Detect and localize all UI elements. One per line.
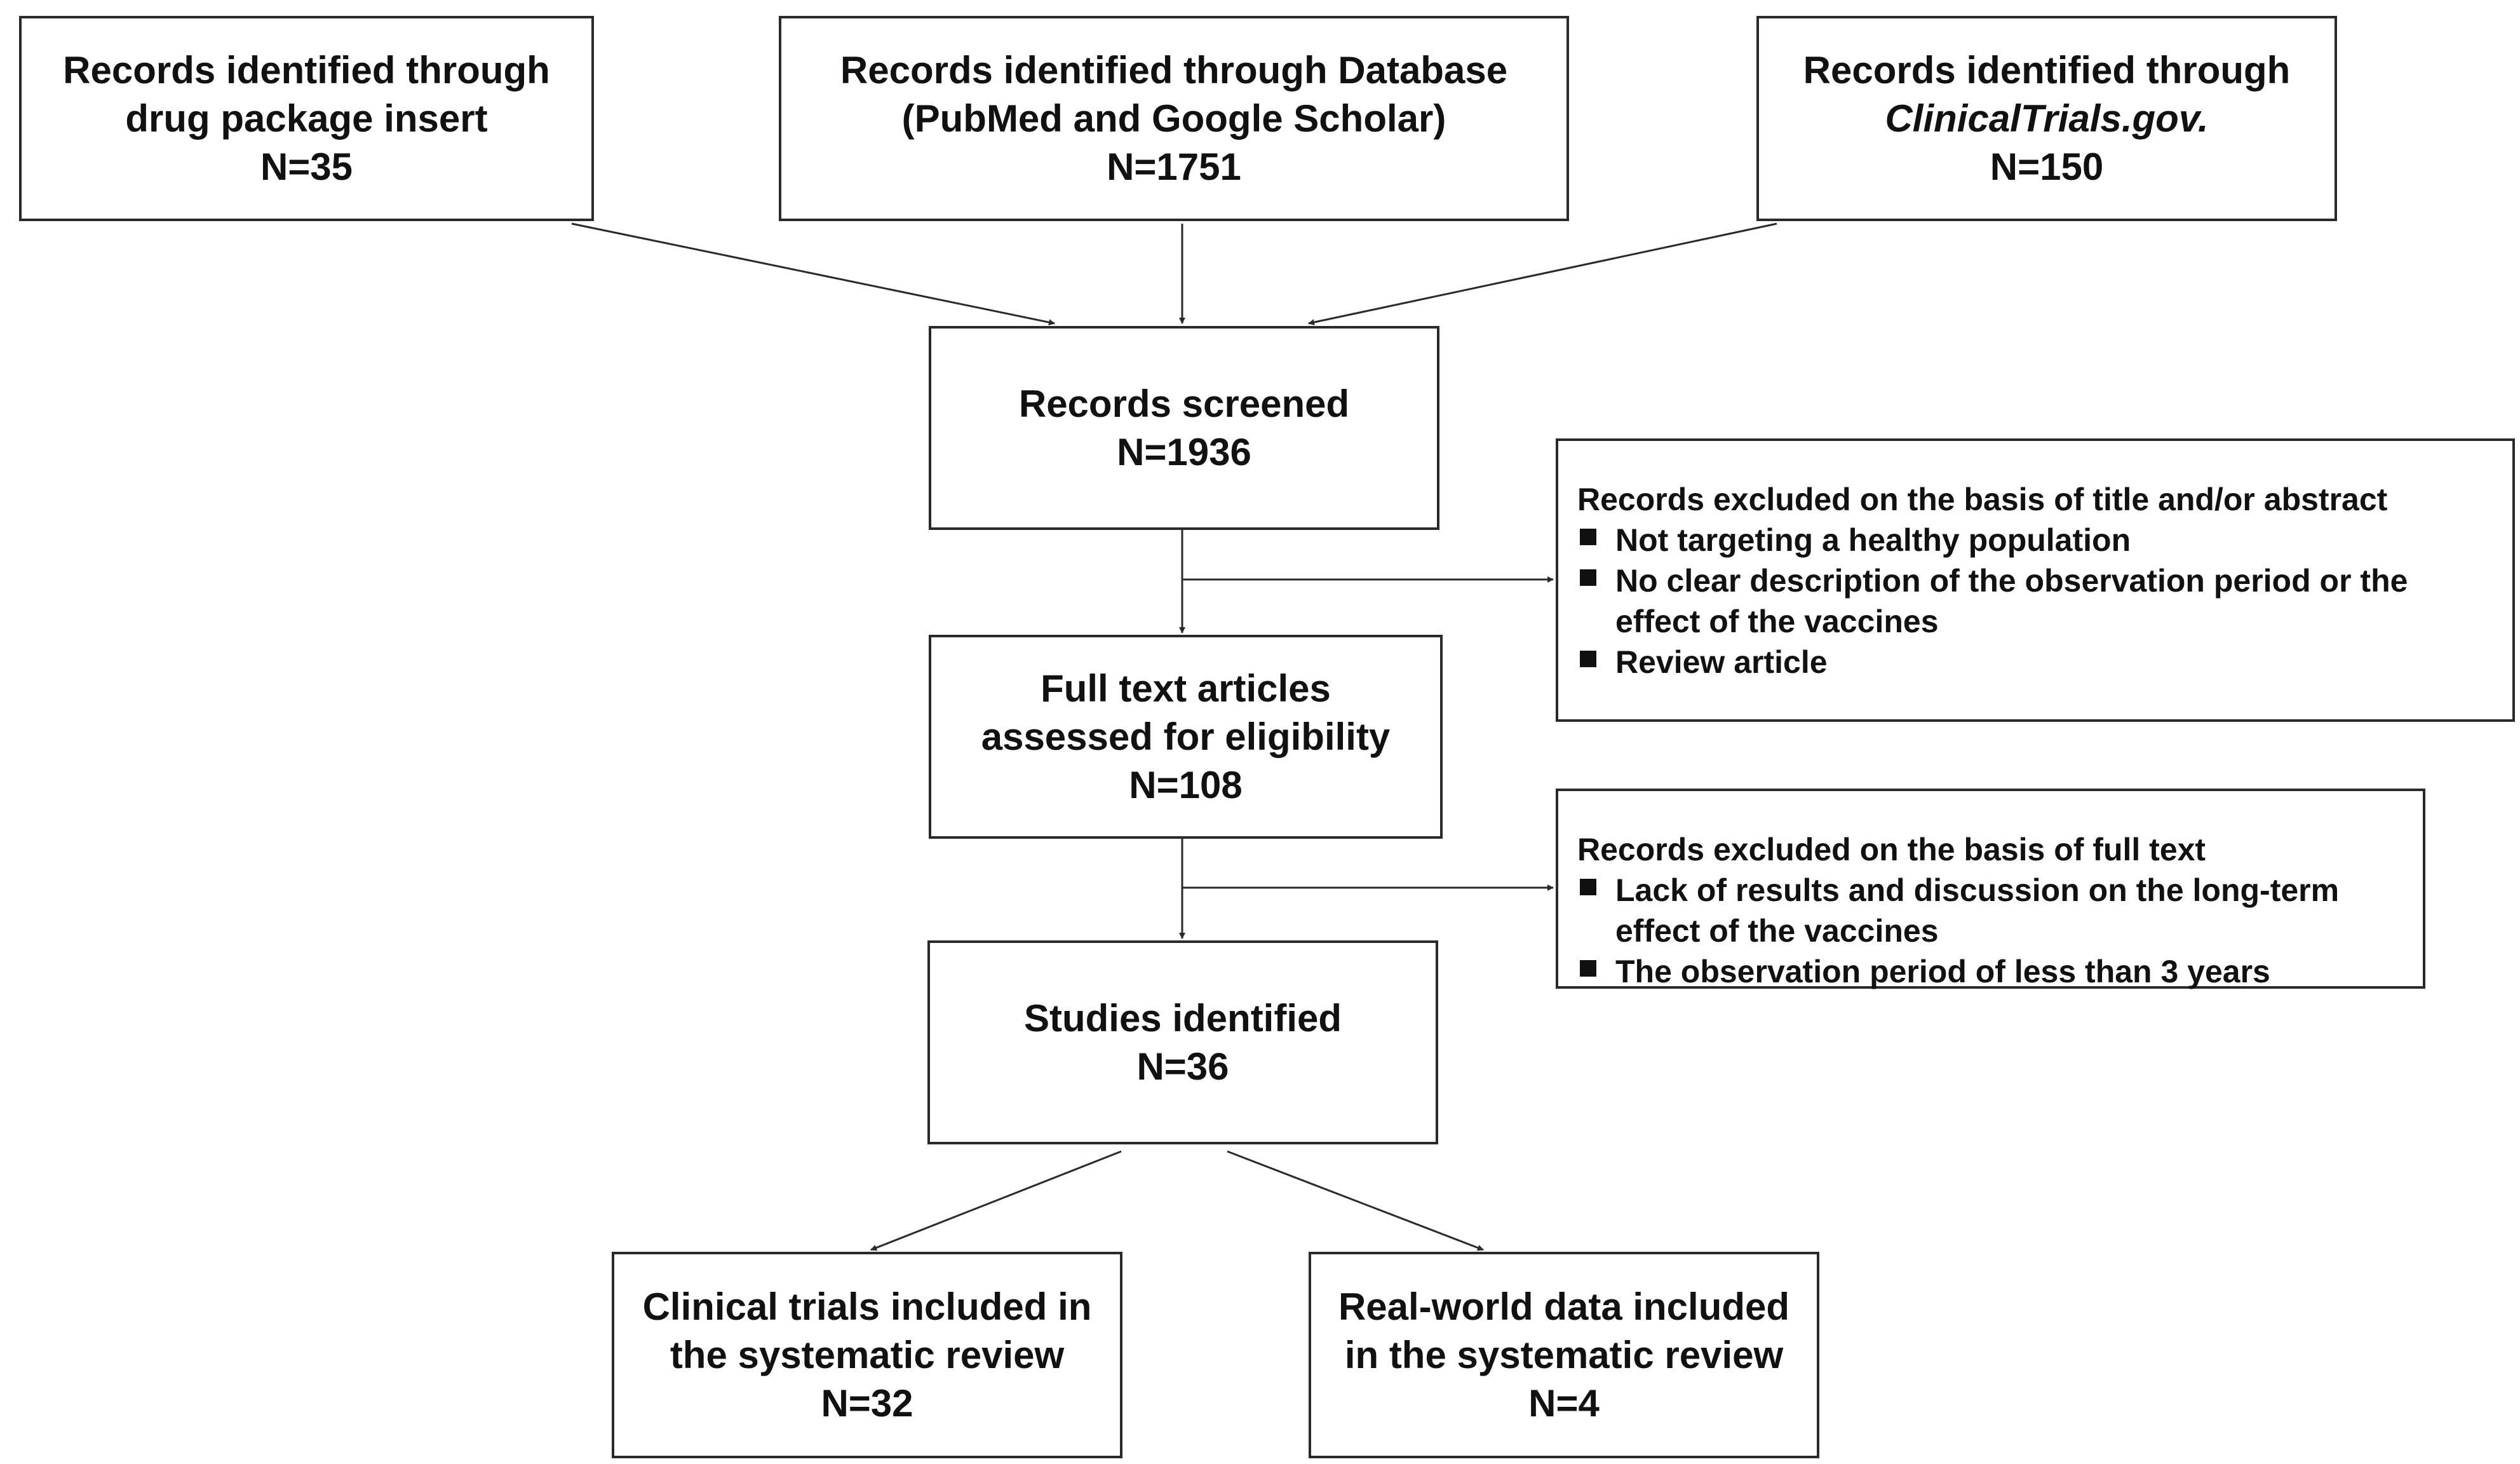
exclusion-abstract-list: Not targeting a healthy population No cl…: [1577, 520, 2500, 682]
clinical-trials-line1: Clinical trials included in: [642, 1285, 1092, 1328]
records-screened-label: Records screened: [1018, 382, 1350, 425]
square-bullet-icon: [1580, 651, 1596, 667]
source-clinicaltrials-box: Records identified through ClinicalTrial…: [1756, 16, 2337, 221]
exclusion-fulltext-item: The observation period of less than 3 ye…: [1577, 951, 2410, 992]
exclusion-abstract-title: Records excluded on the basis of title a…: [1577, 482, 2388, 517]
exclusion-fulltext-title: Records excluded on the basis of full te…: [1577, 832, 2206, 867]
fulltext-assessed-box: Full text articles assessed for eligibil…: [929, 635, 1443, 839]
records-screened-count: N=1936: [1117, 430, 1251, 473]
exclusion-fulltext-item-1-line2: effect of the vaccines: [1615, 913, 1939, 949]
exclusion-abstract-item: Review article: [1577, 642, 2500, 682]
records-screened-box: Records screened N=1936: [929, 326, 1439, 530]
studies-identified-box: Studies identified N=36: [927, 940, 1438, 1144]
studies-identified-label: Studies identified: [1023, 996, 1342, 1040]
source-database-count: N=1751: [1107, 145, 1241, 188]
fulltext-assessed-line1: Full text articles: [1041, 667, 1331, 710]
source-database-line1: Records identified through Database: [840, 48, 1508, 92]
exclusion-fulltext-item-2-line1: The observation period of less than 3 ye…: [1615, 954, 2270, 989]
exclusion-abstract-item-2-line2: effect of the vaccines: [1615, 604, 1939, 639]
square-bullet-icon: [1580, 879, 1596, 895]
fulltext-assessed-line2: assessed for eligibility: [981, 715, 1391, 758]
source-database-box: Records identified through Database (Pub…: [779, 16, 1569, 221]
studies-identified-count: N=36: [1136, 1045, 1229, 1088]
exclusion-abstract-item-2-line1: No clear description of the observation …: [1615, 563, 2408, 599]
exclusion-abstract-item: No clear description of the observation …: [1577, 560, 2500, 642]
real-world-count: N=4: [1528, 1381, 1600, 1425]
real-world-included-box: Real-world data included in the systemat…: [1309, 1252, 1819, 1458]
clinical-trials-count: N=32: [821, 1381, 913, 1425]
clinical-trials-line2: the systematic review: [670, 1333, 1065, 1376]
source-clinicaltrials-line1: Records identified through: [1803, 48, 2291, 92]
exclusion-abstract-item: Not targeting a healthy population: [1577, 520, 2500, 560]
square-bullet-icon: [1580, 569, 1596, 586]
source-drug-insert-box: Records identified through drug package …: [19, 16, 594, 221]
arrow-clinicaltrials-to-screened: [1308, 222, 1777, 326]
exclusion-fulltext-list: Lack of results and discussion on the lo…: [1577, 870, 2410, 992]
source-drug-insert-count: N=35: [260, 145, 353, 188]
source-database-line2: (PubMed and Google Scholar): [901, 97, 1446, 140]
exclusion-abstract-item-3-line1: Review article: [1615, 644, 1828, 680]
arrow-studies-to-real-world: [1227, 1150, 1484, 1251]
exclusion-abstract-box: Records excluded on the basis of title a…: [1556, 438, 2515, 722]
clinical-trials-included-box: Clinical trials included in the systemat…: [612, 1252, 1122, 1458]
real-world-line2: in the systematic review: [1344, 1333, 1784, 1376]
square-bullet-icon: [1580, 529, 1596, 545]
arrow-drug-insert-to-screened: [571, 222, 1055, 326]
arrow-studies-to-clinical-trials: [870, 1150, 1122, 1251]
real-world-line1: Real-world data included: [1338, 1285, 1790, 1328]
source-drug-insert-line2: drug package insert: [125, 97, 488, 140]
square-bullet-icon: [1580, 960, 1596, 977]
fulltext-assessed-count: N=108: [1129, 763, 1243, 806]
exclusion-fulltext-item-1-line1: Lack of results and discussion on the lo…: [1615, 872, 2340, 908]
exclusion-abstract-item-1-line1: Not targeting a healthy population: [1615, 522, 2131, 558]
exclusion-fulltext-box: Records excluded on the basis of full te…: [1556, 789, 2425, 989]
source-clinicaltrials-count: N=150: [1990, 145, 2104, 188]
source-drug-insert-line1: Records identified through: [63, 48, 550, 92]
exclusion-fulltext-item: Lack of results and discussion on the lo…: [1577, 870, 2410, 951]
source-clinicaltrials-line2: ClinicalTrials.gov.: [1885, 97, 2209, 140]
